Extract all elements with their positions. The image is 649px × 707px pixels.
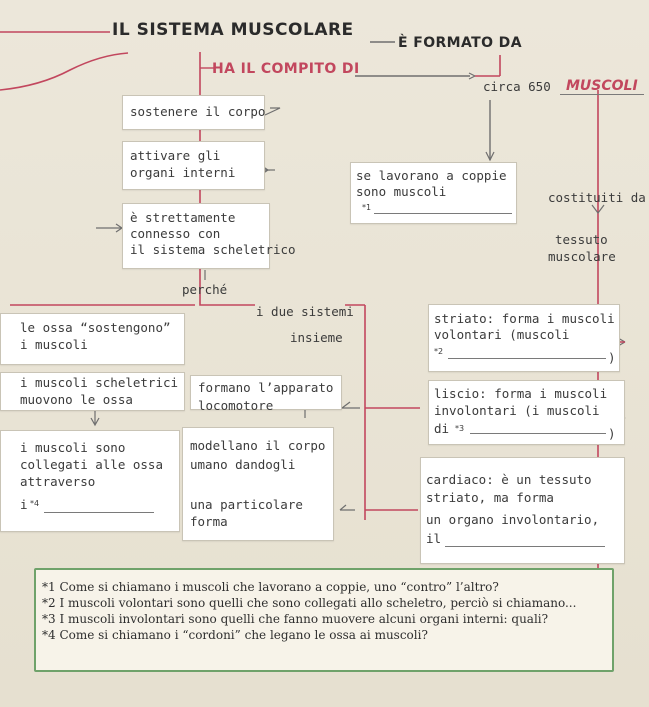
text-striato-close: ) bbox=[608, 350, 616, 365]
text-tessuto-2: muscolare bbox=[548, 249, 616, 264]
blank-2 bbox=[448, 358, 606, 359]
blank-3 bbox=[470, 433, 606, 434]
box-collegati bbox=[0, 430, 180, 532]
text-formano-2: locomotore bbox=[198, 398, 274, 413]
text-connesso-2: connesso con bbox=[130, 226, 221, 241]
text-collegati-3: attraverso bbox=[20, 474, 96, 489]
text-liscio-3: di bbox=[434, 421, 450, 436]
text-liscio-1: liscio: forma i muscoli bbox=[434, 386, 608, 401]
text-cardiaco-4: il bbox=[426, 531, 442, 546]
text-cardiaco-3: un organo involontario, bbox=[426, 512, 600, 527]
text-ossa-1: le ossa “sostengono” bbox=[20, 320, 171, 335]
box-formano bbox=[190, 375, 342, 410]
text-sostenere: sostenere il corpo bbox=[130, 104, 266, 119]
text-muovono-1: i muscoli scheletrici bbox=[20, 375, 179, 390]
mark-1: *1 bbox=[362, 203, 372, 212]
text-collegati-1: i muscoli sono bbox=[20, 440, 126, 455]
note-1: *1 Come si chiamano i muscoli che lavora… bbox=[42, 580, 499, 594]
text-modellano-4: forma bbox=[190, 514, 228, 529]
text-collegati-2: collegati alle ossa bbox=[20, 457, 163, 472]
blank-4 bbox=[44, 512, 154, 513]
text-collegati-4: i bbox=[20, 497, 28, 512]
has-task-label: HA IL COMPITO DI bbox=[212, 61, 360, 77]
text-striato-2: volontari (muscoli bbox=[434, 327, 570, 342]
text-muovono-2: muovono le ossa bbox=[20, 392, 133, 407]
text-formano-1: formano l’apparato bbox=[198, 380, 334, 395]
text-striato-1: striato: forma i muscoli bbox=[434, 311, 615, 326]
note-2: *2 I muscoli volontari sono quelli che s… bbox=[42, 596, 577, 610]
box-striato bbox=[428, 304, 620, 372]
box-liscio bbox=[428, 380, 625, 445]
box-attivare bbox=[122, 141, 265, 190]
text-connesso-1: è strettamente bbox=[130, 210, 236, 225]
text-attivare-1: attivare gli bbox=[130, 148, 221, 163]
text-tessuto-1: tessuto bbox=[555, 232, 608, 247]
text-modellano-2: umano dandogli bbox=[190, 457, 296, 472]
note-4: *4 Come si chiamano i “cordoni” che lega… bbox=[42, 628, 428, 642]
box-connesso bbox=[122, 203, 270, 269]
text-coppie-1: se lavorano a coppie bbox=[356, 168, 507, 183]
count-text: circa 650 bbox=[483, 79, 551, 94]
title: IL SISTEMA MUSCOLARE bbox=[112, 20, 354, 40]
box-modellano bbox=[182, 427, 334, 541]
text-attivare-2: organi interni bbox=[130, 165, 236, 180]
count-blank bbox=[560, 94, 644, 95]
text-costituiti: costituiti da bbox=[548, 190, 646, 205]
text-cardiaco-2: striato, ma forma bbox=[426, 490, 554, 505]
text-coppie-2: sono muscoli bbox=[356, 184, 447, 199]
mark-2: *2 bbox=[434, 347, 444, 356]
text-liscio-2: involontari (i muscoli bbox=[434, 403, 600, 418]
text-ossa-2: i muscoli bbox=[20, 337, 88, 352]
text-modellano-1: modellano il corpo bbox=[190, 438, 326, 453]
text-modellano-3: una particolare bbox=[190, 497, 303, 512]
text-insieme: insieme bbox=[290, 330, 343, 345]
note-3: *3 I muscoli involontari sono quelli che… bbox=[42, 612, 549, 626]
blank-1 bbox=[374, 213, 512, 214]
text-connesso-3: il sistema scheletrico bbox=[130, 242, 296, 257]
mark-3: *3 bbox=[455, 424, 465, 433]
count-handwritten: MUSCOLI bbox=[566, 78, 638, 94]
text-liscio-close: ) bbox=[608, 426, 616, 441]
blank-cardiaco bbox=[445, 546, 605, 547]
text-due-sistemi: i due sistemi bbox=[256, 304, 354, 319]
mark-4: *4 bbox=[30, 499, 40, 508]
text-cardiaco-1: cardiaco: è un tessuto bbox=[426, 472, 592, 487]
box-ossa bbox=[0, 313, 185, 365]
box-sostenere bbox=[122, 95, 265, 130]
notes-box: *1 Come si chiamano i muscoli che lavora… bbox=[34, 568, 614, 672]
box-muovono bbox=[0, 372, 185, 411]
text-perche: perché bbox=[182, 282, 228, 297]
made-of-label: È FORMATO DA bbox=[398, 35, 522, 51]
